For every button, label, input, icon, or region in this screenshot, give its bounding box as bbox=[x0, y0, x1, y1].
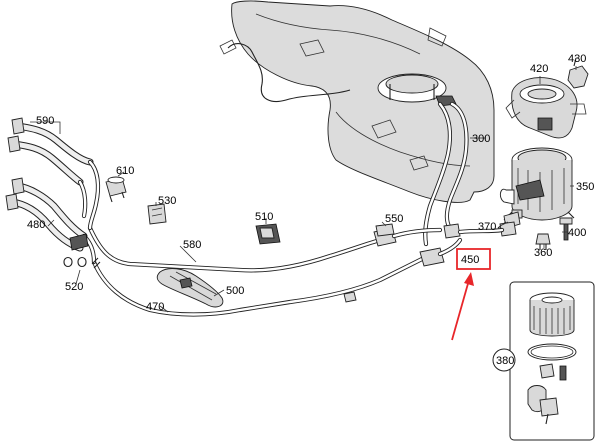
label-580: 580 bbox=[183, 239, 201, 251]
label-500: 500 bbox=[226, 285, 244, 297]
part-430-clip bbox=[567, 57, 589, 89]
part-520-clips bbox=[63, 256, 101, 269]
label-370: 370 bbox=[478, 221, 496, 233]
label-480: 480 bbox=[27, 219, 45, 231]
part-380-filter-inset bbox=[509, 281, 595, 441]
part-300-pipe bbox=[423, 101, 517, 247]
part-360-plug bbox=[535, 233, 551, 250]
highlight-450: 450 bbox=[451, 248, 491, 341]
part-590-hoses bbox=[7, 117, 101, 231]
highlight-arrow-head bbox=[464, 272, 474, 286]
part-400-screw bbox=[559, 217, 573, 241]
highlight-arrow-shaft bbox=[451, 279, 470, 341]
label-380: 380 bbox=[496, 355, 514, 367]
label-450: 450 bbox=[461, 254, 479, 266]
part-610-fitting bbox=[105, 176, 127, 203]
part-350-pump bbox=[499, 147, 575, 221]
highlight-box bbox=[456, 248, 491, 270]
part-530-clamp bbox=[147, 203, 167, 225]
label-300: 300 bbox=[472, 133, 490, 145]
label-430: 430 bbox=[568, 53, 586, 65]
label-520: 520 bbox=[65, 281, 83, 293]
part-500-holder bbox=[156, 268, 224, 308]
label-350: 350 bbox=[576, 181, 594, 193]
label-510: 510 bbox=[255, 211, 273, 223]
label-610: 610 bbox=[116, 165, 134, 177]
part-550-connector bbox=[375, 223, 395, 237]
label-590: 590 bbox=[36, 115, 54, 127]
part-labels: 590 610 530 480 580 510 550 520 500 470 … bbox=[27, 53, 594, 313]
label-470: 470 bbox=[146, 301, 164, 313]
part-480-hoses bbox=[5, 177, 97, 265]
fuel-tank bbox=[219, 0, 495, 203]
part-510-clip bbox=[255, 223, 281, 245]
label-400: 400 bbox=[568, 227, 586, 239]
label-420: 420 bbox=[530, 63, 548, 75]
label-360: 360 bbox=[534, 247, 552, 259]
label-550: 550 bbox=[385, 213, 403, 225]
label-530: 530 bbox=[158, 195, 176, 207]
part-470-line bbox=[91, 237, 463, 317]
leader-lines bbox=[30, 66, 577, 313]
part-420-bracket bbox=[505, 77, 587, 139]
label-380-badge: 380 bbox=[492, 348, 516, 372]
